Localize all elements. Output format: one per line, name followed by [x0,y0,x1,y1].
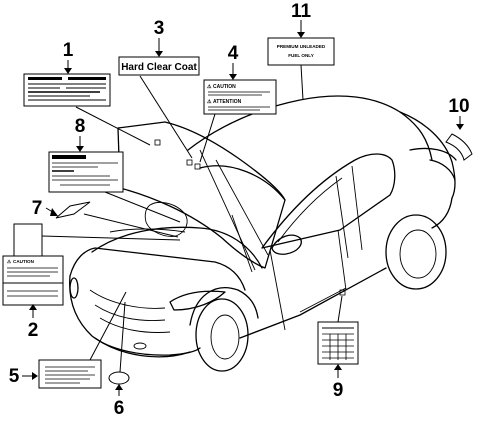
svg-text:⚠: ⚠ [207,84,212,90]
attention-text: ATTENTION [213,99,242,105]
callout-9: 9 [333,380,344,401]
callout-11: 11 [291,1,312,22]
label-7-strip-decal [55,201,91,219]
caution-text: CAUTION [213,84,236,90]
label-10-rear-decal [445,133,473,161]
callout-2: 2 [28,320,39,341]
caution-2-text: CAUTION [13,259,35,264]
callout-numbers: 1 2 3 4 5 6 7 8 9 10 11 [9,1,470,419]
callout-10: 10 [448,96,469,117]
fuel-line-2: FUEL ONLY [288,53,314,58]
label-2-caution-plate: CAUTION ⚠ [2,223,64,306]
vehicle-outline [69,95,457,372]
callout-8: 8 [75,116,86,137]
label-8-vacuum-diagram [48,151,124,193]
callout-1: 1 [63,40,74,61]
callout-4: 4 [228,43,239,64]
label-1-emission-sticker [23,73,111,107]
label-3-hard-clear-coat: Hard Clear Coat [118,56,200,76]
svg-text:⚠: ⚠ [207,99,212,105]
callout-6: 6 [114,398,125,419]
leader-lines [22,20,464,396]
label-11-fuel-label: PREMIUM UNLEADED FUEL ONLY [267,37,335,66]
label-6-oval-tag [108,371,130,385]
callout-3: 3 [154,18,165,39]
callout-7: 7 [32,198,43,219]
label-9-tire-placard [317,321,359,365]
callout-5: 5 [9,366,20,387]
svg-text:⚠: ⚠ [7,259,12,264]
label-4-caution-attention: CAUTION ⚠ ATTENTION ⚠ [203,79,277,115]
label-5-radiator-label [38,359,102,389]
hard-clear-coat-text: Hard Clear Coat [121,62,197,73]
fuel-line-1: PREMIUM UNLEADED [277,44,326,49]
